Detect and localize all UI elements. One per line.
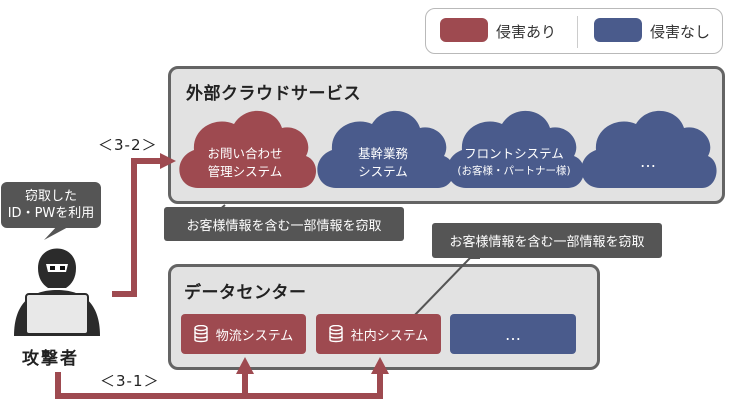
path-3-1-arrowhead-1 — [236, 357, 254, 374]
cloud-front-system[interactable]: フロントシステム (お客様・パートナー様) — [447, 110, 585, 188]
cloud-core-line1: 基幹業務 — [358, 146, 409, 161]
legend-infringed-label: 侵害あり — [496, 23, 557, 41]
external-cloud-title: 外部クラウドサービス — [186, 84, 361, 104]
path-3-2-arrowhead — [160, 153, 176, 169]
cloud-theft-callout: お客様情報を含む一部情報を窃取 — [164, 207, 404, 241]
attacker-icon — [14, 248, 100, 336]
speech-line1: 窃取した — [24, 189, 77, 204]
logistics-system-box[interactable]: 物流システム — [181, 314, 306, 354]
speech-tail — [44, 225, 70, 240]
dc-theft-callout: お客様情報を含む一部情報を窃取 — [432, 223, 662, 258]
more-systems-box[interactable]: … — [450, 314, 576, 354]
cloud-core-line2: システム — [358, 164, 408, 179]
internal-system-box[interactable]: 社内システム — [316, 314, 441, 354]
cloud-front-line1: フロントシステム — [464, 146, 564, 161]
legend: 侵害あり 侵害なし — [425, 8, 723, 54]
path-3-1-line — [55, 372, 383, 399]
legend-not-infringed-swatch — [594, 18, 642, 42]
cloud-core-business-system[interactable]: 基幹業務 システム — [317, 110, 455, 188]
database-icon — [328, 325, 343, 343]
cloud-inquiry-line2: 管理システム — [208, 164, 283, 179]
path-3-1-arrowhead-2 — [371, 357, 389, 374]
cloud-more-label: … — [640, 152, 656, 171]
cloud-inquiry-system[interactable]: お問い合わせ 管理システム — [179, 110, 317, 188]
legend-infringed-swatch — [440, 18, 488, 42]
cloud-inquiry-line1: お問い合わせ — [207, 146, 282, 161]
attacker-label: 攻撃者 — [22, 349, 79, 369]
speech-line2: ID・PWを利用 — [7, 206, 95, 221]
legend-not-infringed-label: 侵害なし — [650, 23, 711, 41]
legend-divider — [577, 16, 578, 48]
cloud-more[interactable]: … — [581, 110, 717, 188]
internal-system-label: 社内システム — [350, 328, 429, 344]
route-3-2-label: ＜3-2＞ — [98, 136, 158, 154]
path-3-2-line — [112, 158, 166, 297]
logistics-system-label: 物流システム — [215, 328, 294, 344]
datacenter-title: データセンター — [184, 283, 307, 303]
route-3-1-label: ＜3-1＞ — [100, 372, 160, 390]
database-icon — [193, 325, 208, 343]
dc-callout-pointer — [411, 257, 480, 319]
more-systems-label: … — [505, 324, 521, 344]
attacker-speech-bubble: 窃取した ID・PWを利用 — [1, 182, 101, 228]
cloud-front-line2: (お客様・パートナー様) — [457, 164, 570, 177]
